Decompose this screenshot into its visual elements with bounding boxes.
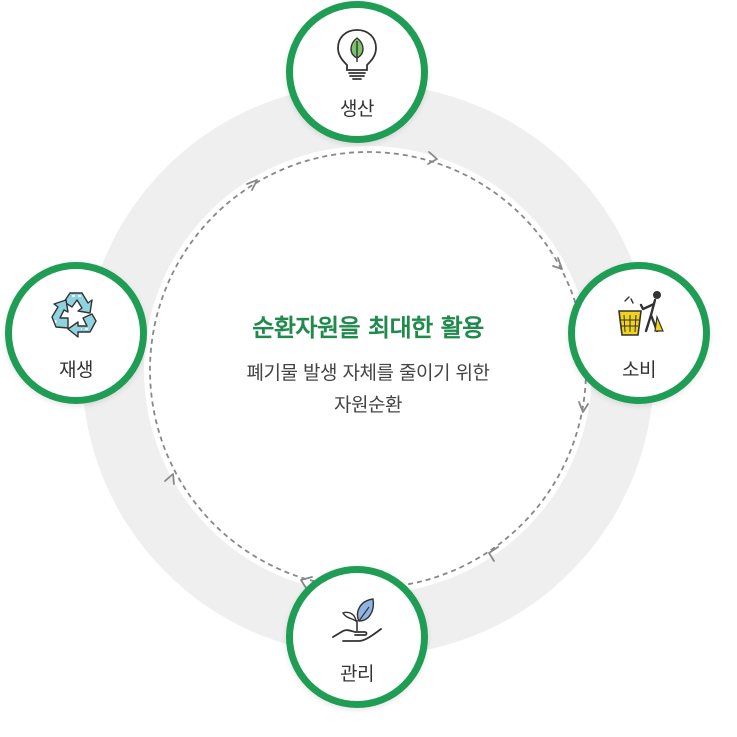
node-label-production: 생산 bbox=[340, 98, 374, 120]
center-title: 순환자원을 최대한 활용 bbox=[252, 314, 484, 342]
lightbulb-leaf-icon bbox=[337, 29, 377, 80]
arrow-bottom-left bbox=[300, 576, 313, 589]
hand-sprout-icon bbox=[332, 598, 382, 642]
arrow-left-upper bbox=[246, 179, 258, 191]
node-regeneration: 재생 bbox=[5, 262, 147, 404]
trash-disposal-icon bbox=[618, 291, 664, 336]
arrow-right-lower bbox=[578, 401, 589, 413]
recycle-icon bbox=[51, 292, 97, 338]
node-label-management: 관리 bbox=[340, 663, 374, 685]
direction-arrows bbox=[164, 151, 589, 589]
arrow-top-right-1 bbox=[427, 151, 438, 165]
node-label-regeneration: 재생 bbox=[59, 359, 93, 381]
center-text: 순환자원을 최대한 활용 폐기물 발생 자체를 줄이기 위한 자원순환 bbox=[168, 308, 568, 421]
arrow-top-right-2 bbox=[552, 257, 563, 270]
center-description-line1: 폐기물 발생 자체를 줄이기 위한 bbox=[246, 362, 490, 384]
node-consumption: 소비 bbox=[568, 262, 710, 404]
node-management: 관리 bbox=[286, 566, 428, 708]
node-production: 생산 bbox=[286, 1, 428, 143]
arrow-left-lower bbox=[164, 473, 175, 485]
arrow-bottom-right bbox=[488, 546, 499, 562]
center-description-line2: 자원순환 bbox=[334, 394, 402, 416]
node-label-consumption: 소비 bbox=[622, 359, 656, 381]
